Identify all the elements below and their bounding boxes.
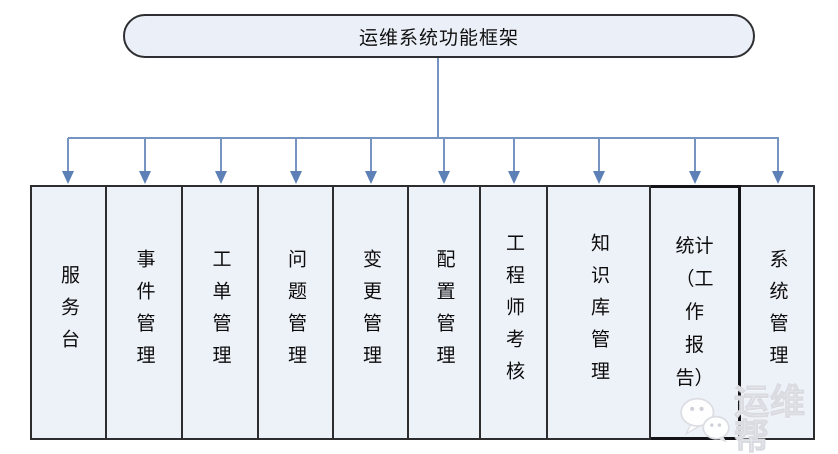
arrow-down-icon — [508, 138, 520, 184]
arrow-down-icon — [593, 138, 605, 184]
arrow-down-icon — [438, 138, 450, 184]
module-label: 服务台 — [58, 264, 79, 361]
module-box-system-management: 系统管理 — [741, 185, 815, 440]
root-node: 运维系统功能框架 — [123, 14, 755, 58]
module-box-service-desk: 服务台 — [30, 185, 107, 440]
module-box-statistics-work-report: 统计 （工 作 报 告） — [651, 185, 741, 440]
module-box-configuration-management: 配置管理 — [409, 185, 481, 440]
module-label: 问题管理 — [285, 248, 306, 377]
connector-stem — [437, 58, 439, 138]
module-label: 工程师考核 — [503, 232, 524, 393]
module-label: 知识库管理 — [588, 232, 609, 393]
module-label: 统计 （工 作 报 告） — [675, 236, 714, 389]
root-node-label: 运维系统功能框架 — [358, 27, 519, 49]
arrow-down-icon — [689, 138, 701, 184]
arrow-down-icon — [139, 138, 151, 184]
module-row: 服务台 事件管理 工单管理 问题管理 变更管理 配置管理 工程师考核 知识库管理… — [30, 185, 815, 440]
arrow-down-icon — [215, 138, 227, 184]
module-box-incident-management: 事件管理 — [107, 185, 183, 440]
module-label: 变更管理 — [360, 248, 381, 377]
module-label: 事件管理 — [133, 248, 155, 377]
module-label: 配置管理 — [433, 248, 455, 377]
connector-horizontal-line — [68, 137, 779, 139]
module-box-engineer-assessment: 工程师考核 — [481, 185, 548, 440]
module-label: 工单管理 — [209, 248, 231, 377]
arrow-down-icon — [365, 138, 377, 184]
module-box-change-management: 变更管理 — [334, 185, 409, 440]
module-box-ticket-management: 工单管理 — [183, 185, 259, 440]
arrow-down-icon — [62, 138, 74, 184]
module-box-problem-management: 问题管理 — [259, 185, 334, 440]
arrow-down-icon — [290, 138, 302, 184]
module-label: 系统管理 — [766, 248, 788, 377]
module-box-knowledge-base-management: 知识库管理 — [548, 185, 651, 440]
arrow-down-icon — [772, 138, 784, 184]
